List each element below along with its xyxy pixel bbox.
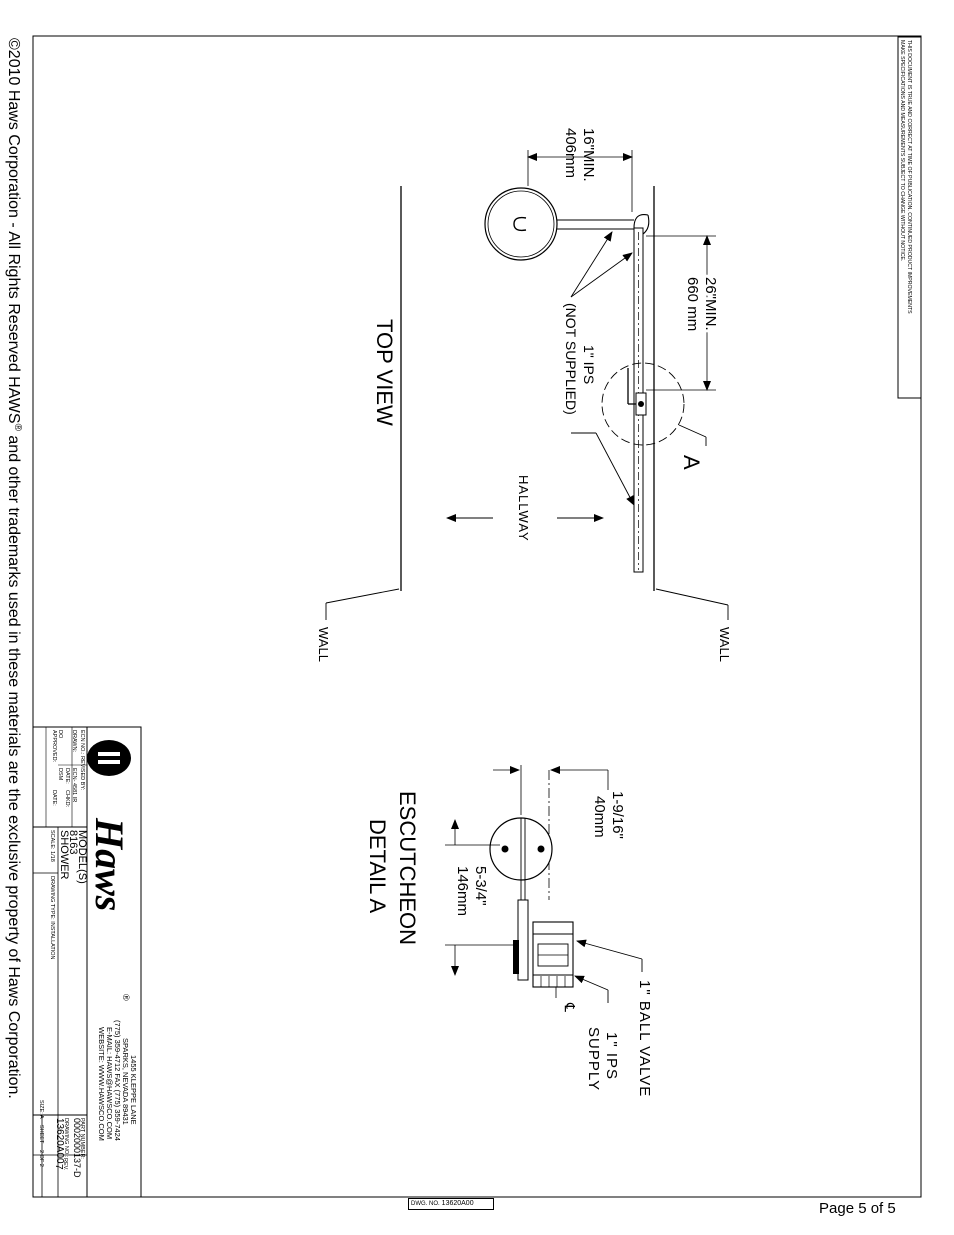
- dim-660-label: 660 mm: [684, 277, 701, 331]
- hallway-label: HALLWAY: [516, 475, 531, 542]
- escutcheon-detail: 1-9/16" 40mm 5-3/4" 146mm 1" BALL VALVE …: [365, 765, 653, 1097]
- top-view-title: TOP VIEW: [372, 319, 397, 426]
- date-label: DATE:: [64, 768, 70, 784]
- centerline-symbol: ℄: [562, 1002, 578, 1012]
- size-label: SIZE: A: [38, 1100, 44, 1119]
- address-line-4: E-MAIL: HAWS@HAWSCO.COM: [105, 1027, 114, 1139]
- dim-1-9-16-label: 1-9/16": [609, 791, 626, 839]
- copyright-line: ©2010 Haws Corporation - All Rights Rese…: [5, 38, 23, 1099]
- ecn-value: ECN- 4581 IR: [71, 768, 77, 802]
- handle-nut: [513, 940, 519, 974]
- escutcheon-screw-2: [537, 845, 545, 853]
- haws-logo: Haws ®: [87, 740, 132, 1001]
- detail-callout-a: A: [679, 455, 704, 470]
- ips-label: 1" IPS: [581, 345, 597, 384]
- shower-nozzle: [513, 216, 527, 232]
- ball-valve-label: 1" BALL VALVE: [636, 980, 653, 1097]
- address-line-1: 1455 KLEPPE LANE: [129, 1055, 138, 1125]
- shower-head: [484, 187, 558, 261]
- address-line-5: WEBSITE: WWW.HAWSCO.COM: [97, 1027, 106, 1141]
- wall-label-left: WALL: [316, 627, 331, 662]
- ecn-label: ECN NO.: REVISED BY:: [79, 730, 85, 791]
- supply-leader: [574, 975, 609, 991]
- drawing-type-label: DRAWING TYPE: INSTALLATION: [49, 876, 55, 960]
- dim-26-label: 26"MIN.: [702, 277, 719, 331]
- ips-leader-2: [570, 252, 633, 298]
- dim-5-3-4-label: 5-3/4": [472, 866, 489, 906]
- chkd-label: CHKD:: [64, 790, 70, 808]
- top-view: A 16"MIN. 406mm 26"MIN. 660 mm 1" IPS (N…: [316, 128, 732, 662]
- haws-logo-text: Haws: [87, 817, 132, 911]
- dsm-label: DSM: [57, 768, 63, 781]
- dim-16-label: 16"MIN.: [580, 128, 597, 182]
- do-label: DO: [57, 730, 63, 739]
- description: SHOWER: [58, 830, 70, 880]
- revision: 7: [53, 1164, 64, 1170]
- haws-logo-registered: ®: [121, 994, 131, 1001]
- title-block: Haws ® 1455 KLEPPE LANE SPARKS, NEVADA 8…: [32, 726, 142, 1198]
- model-number: 8163: [67, 830, 79, 854]
- dim-406-label: 406mm: [562, 128, 579, 178]
- notice-box: [897, 36, 922, 399]
- dim-40mm-label: 40mm: [591, 796, 608, 838]
- drawing-no-label: DRAWING NO.:: [63, 1118, 69, 1158]
- notice-line-1: THIS DOCUMENT IS TRUE AND CORRECT AT TIM…: [906, 40, 912, 314]
- address-line-2: SPARKS, NEVADA 89431: [121, 1038, 130, 1125]
- pipe-elbow: [633, 213, 649, 229]
- dim-146mm-label: 146mm: [454, 866, 471, 916]
- part-number: 0002000137-D: [72, 1118, 82, 1178]
- detail-a-circle: [601, 362, 685, 446]
- drawing-number: 13620A00: [54, 1118, 65, 1164]
- dwg-number: 13620A00: [441, 1200, 474, 1207]
- sheet-label: SHEET: [38, 1125, 44, 1144]
- page-number: Page 5 of 5: [819, 1200, 896, 1217]
- approved-date-label: DATE:: [51, 790, 57, 806]
- models-label: MODEL(S): [76, 830, 88, 884]
- wall-label-right: WALL: [717, 627, 732, 662]
- ips-leader-1: [570, 231, 613, 298]
- drawn-label: DRAWN:: [71, 730, 77, 753]
- dwg-number-box: DWG. NO.13620A00: [408, 1198, 494, 1210]
- escutcheon-title: ESCUTCHEON: [395, 791, 420, 945]
- part-number-label: PART NUMBER:: [79, 1118, 85, 1159]
- ips-leader-3: [595, 432, 635, 506]
- detail-a-title: DETAIL A: [365, 819, 390, 913]
- drawing-border: [32, 35, 922, 1198]
- rev-label: REV.: [62, 1158, 68, 1171]
- dwg-number-label: DWG. NO.: [411, 1201, 440, 1207]
- supply-ips-label: 1" IPS: [603, 1032, 620, 1080]
- address-line-3: (775) 359-4712 FAX (775) 359-7424: [113, 1020, 122, 1141]
- supply-label: SUPPLY: [585, 1027, 602, 1091]
- not-supplied-label: (NOT SUPPLIED): [563, 303, 579, 415]
- ball-valve-leader: [576, 939, 643, 960]
- approved-label: APPROVED:: [51, 730, 57, 763]
- haws-logo-mark: [87, 740, 131, 776]
- sheet-number: 2 OF 2: [38, 1150, 44, 1167]
- notice-line-2: MAKE SPECIFICATIONS AND MEASUREMENTS SUB…: [899, 40, 905, 261]
- valve-stem: [517, 899, 529, 981]
- escutcheon-screw-1: [501, 845, 509, 853]
- scale-label: SCALE: 1/18: [49, 830, 55, 862]
